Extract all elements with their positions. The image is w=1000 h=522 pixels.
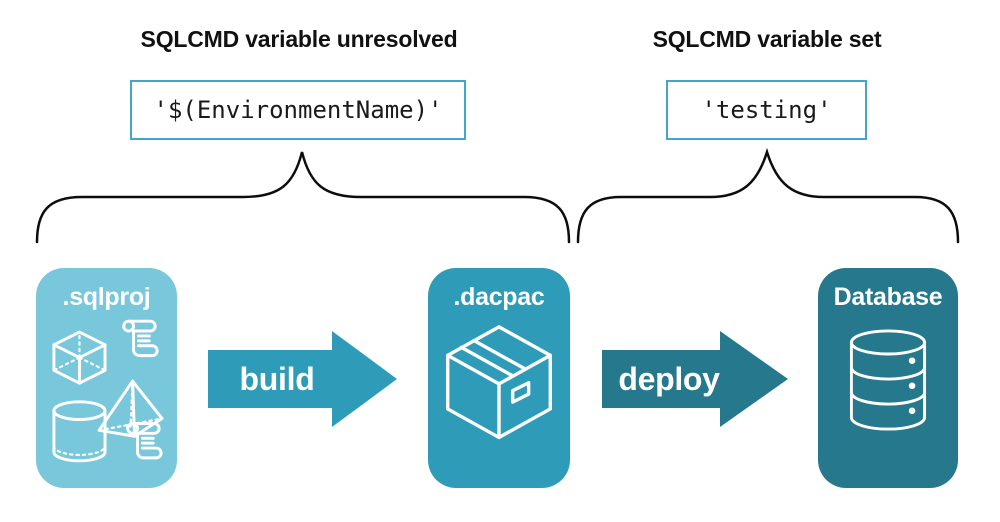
heading-variable-unresolved: SQLCMD variable unresolved	[140, 26, 458, 52]
build-arrow-label: build	[239, 360, 315, 397]
value-testing: 'testing'	[701, 96, 832, 124]
sql-objects-icon	[51, 319, 164, 463]
dacpac-label: .dacpac	[453, 283, 545, 311]
heading-variable-set: SQLCMD variable set	[652, 26, 882, 52]
brace-right-icon	[576, 147, 960, 244]
deploy-arrow-label: deploy	[618, 360, 720, 397]
database-cylinder-icon	[849, 329, 927, 431]
brace-left-icon	[35, 151, 571, 244]
stage-box-database: Database	[818, 268, 958, 488]
stage-box-sqlproj: .sqlproj	[36, 268, 177, 488]
code-box-resolved: 'testing'	[666, 80, 867, 140]
value-environment-name: '$(EnvironmentName)'	[153, 96, 443, 124]
database-label: Database	[833, 283, 943, 311]
code-box-unresolved: '$(EnvironmentName)'	[130, 80, 466, 140]
sqlproj-label: .sqlproj	[62, 283, 151, 311]
package-box-icon	[445, 325, 553, 440]
stage-box-dacpac: .dacpac	[428, 268, 570, 488]
